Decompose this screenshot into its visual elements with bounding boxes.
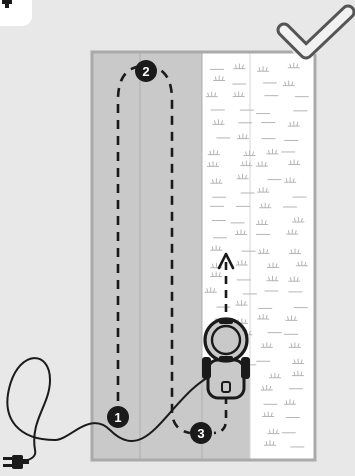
step-marker-3: 3 [190,422,212,444]
step-tab-icon [0,0,32,26]
step-number-3: 3 [197,426,204,441]
step-marker-2: 2 [135,60,157,82]
step-number-2: 2 [142,64,149,79]
lawn-area [92,52,315,460]
checkmark-badge-icon [280,8,355,54]
mowed-lane-2 [140,52,202,460]
plug-icon [3,455,29,469]
mowed-lane-1 [92,52,140,460]
step-marker-1: 1 [107,406,129,428]
step-number-1: 1 [114,410,121,425]
lawn-mower-icon [202,318,250,398]
